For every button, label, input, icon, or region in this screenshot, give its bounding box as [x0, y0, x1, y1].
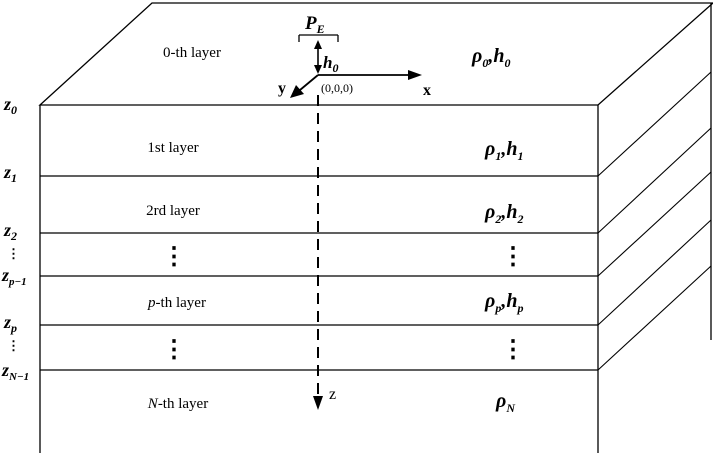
depth-zp1: zp−1: [1, 265, 27, 288]
source-height-label: h0: [323, 53, 338, 75]
origin-label: (0,0,0): [321, 81, 353, 95]
layer-1-label: 1st layer: [147, 140, 198, 156]
depth-z1: z1: [3, 162, 17, 185]
z-axis-label: z: [329, 386, 336, 403]
z-axis: z: [313, 95, 336, 410]
boundary-zN1-side: [597, 265, 712, 371]
depth-zN1: zN−1: [1, 360, 29, 383]
depth-labels: z0 z1 z2 ⋮ zp−1 zp ⋮ zN−1: [1, 94, 29, 383]
x-axis-arrowhead: [408, 70, 422, 80]
source-label: PE: [304, 13, 325, 36]
box-outline: [38, 2, 713, 453]
param-dots-2: ⋮: [501, 337, 525, 363]
param-1: ρ1,h1: [484, 138, 523, 163]
param-p: ρp,hp: [484, 290, 523, 315]
param-0: ρ0,h0: [471, 45, 510, 70]
z-axis-arrowhead: [313, 396, 323, 410]
layer-N-label: N-th layer: [147, 396, 208, 412]
depth-z0: z0: [3, 94, 17, 117]
boundary-z1-side: [597, 71, 712, 177]
param-dots-1: ⋮: [501, 244, 525, 270]
param-2: ρ2,h2: [484, 201, 523, 226]
layer-dots-2: ⋮: [162, 337, 186, 363]
y-axis-arrowhead: [290, 85, 304, 98]
boundary-zp1-side: [597, 171, 712, 277]
layer-0-label: 0-th layer: [163, 45, 221, 61]
source-height-arrow-up: [314, 40, 322, 49]
boundary-z2-side: [597, 127, 712, 234]
param-N: ρN: [495, 390, 516, 415]
layer-2-label: 2rd layer: [146, 203, 200, 219]
layer-dots-1: ⋮: [162, 244, 186, 270]
y-axis: y: [278, 74, 319, 98]
y-axis-label: y: [278, 80, 286, 97]
layer-labels: 0-th layer 1st layer 2rd layer ⋮ p-th la…: [146, 45, 221, 412]
source-height-arrow-down: [314, 65, 322, 74]
layer-p-label: p-th layer: [147, 295, 206, 311]
layer-boundaries: [40, 71, 712, 371]
boundary-zp-side: [597, 219, 712, 326]
x-axis-label: x: [423, 82, 431, 99]
depth-vdots-1: ⋮: [7, 246, 20, 261]
depth-zp: zp: [3, 312, 17, 335]
x-axis: x: [318, 70, 431, 99]
depth-z2: z2: [3, 220, 17, 243]
y-axis-line: [299, 74, 319, 91]
top-face: [38, 2, 713, 106]
depth-vdots-2: ⋮: [7, 338, 20, 353]
param-labels: ρ0,h0 ρ1,h1 ρ2,h2 ⋮ ρp,hp ⋮ ρN: [471, 45, 525, 415]
source-point: PE h0: [298, 13, 339, 75]
